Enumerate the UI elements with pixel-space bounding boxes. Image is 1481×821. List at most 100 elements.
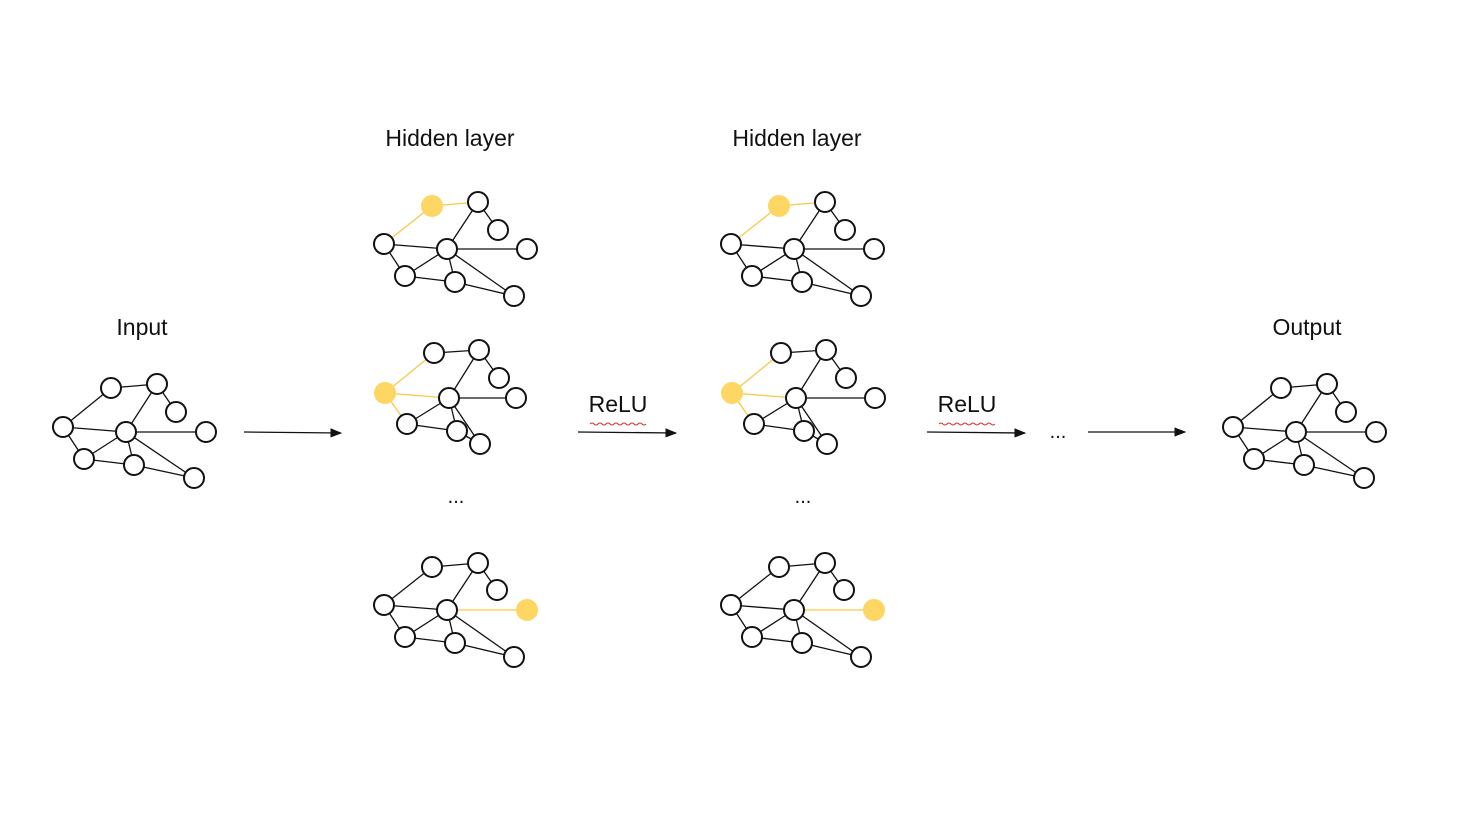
graph-node — [438, 387, 460, 409]
graph-edge — [793, 609, 862, 658]
hidden-layer-1-ellipsis: ... — [448, 486, 465, 508]
graph-node — [1365, 421, 1387, 443]
input-graph — [52, 373, 217, 489]
output-graph — [1222, 373, 1387, 489]
input-label: Input — [116, 314, 168, 340]
graph-node — [487, 219, 509, 241]
hidden-layer-2-ellipsis: ... — [795, 486, 812, 508]
hidden2-graph-1 — [720, 191, 885, 307]
hidden-layer-2-label: Hidden layer — [732, 125, 861, 151]
relu-label-1: ReLU — [589, 391, 648, 417]
graph-node — [396, 413, 418, 435]
graph-node — [785, 387, 807, 409]
graph-node — [73, 448, 95, 470]
graph-node — [793, 420, 815, 442]
graph-node — [446, 420, 468, 442]
hidden2-graph-2 — [721, 339, 886, 455]
graph-node — [195, 421, 217, 443]
highlighted-node — [374, 382, 396, 404]
graph-node — [100, 377, 122, 399]
relu-1-spellcheck-underline — [589, 422, 647, 426]
graph-node — [720, 233, 742, 255]
pipeline-ellipsis: ... — [1050, 421, 1067, 443]
graph-node — [863, 238, 885, 260]
graph-node — [864, 387, 886, 409]
graph-node — [720, 594, 742, 616]
graph-panels — [52, 191, 1387, 668]
graph-node — [373, 594, 395, 616]
graph-node — [469, 433, 491, 455]
graph-node — [1270, 377, 1292, 399]
graph-node — [835, 367, 857, 389]
graph-edge — [446, 248, 515, 297]
graph-node — [741, 626, 763, 648]
relu-label-2: ReLU — [938, 391, 997, 417]
graph-node — [1222, 416, 1244, 438]
graph-node — [467, 191, 489, 213]
graph-node — [123, 454, 145, 476]
graph-node — [834, 219, 856, 241]
graph-node — [468, 339, 490, 361]
graph-node — [1243, 448, 1265, 470]
graph-node — [115, 421, 137, 443]
graph-node — [503, 285, 525, 307]
output-label: Output — [1272, 314, 1342, 340]
highlighted-node — [863, 599, 885, 621]
graph-node — [1293, 454, 1315, 476]
graph-node — [783, 599, 805, 621]
graph-node — [1285, 421, 1307, 443]
graph-edge — [446, 609, 515, 658]
graph-node — [183, 467, 205, 489]
graph-node — [146, 373, 168, 395]
graph-node — [783, 238, 805, 260]
graph-node — [444, 632, 466, 654]
graph-node — [814, 191, 836, 213]
graph-node — [52, 416, 74, 438]
hidden2-graph-3 — [720, 552, 885, 668]
graph-edge — [125, 431, 195, 479]
graph-node — [516, 238, 538, 260]
graph-node — [833, 579, 855, 601]
highlighted-node — [721, 382, 743, 404]
graph-node — [1316, 373, 1338, 395]
graph-node — [743, 413, 765, 435]
graph-node — [394, 626, 416, 648]
graph-node — [394, 265, 416, 287]
graph-node — [791, 271, 813, 293]
arrow-hidden2-to-ellipsis — [926, 428, 1027, 438]
graph-edge — [793, 248, 862, 297]
hidden1-graph-3 — [373, 552, 538, 668]
graph-node — [165, 401, 187, 423]
graph-node — [423, 342, 445, 364]
hidden-layer-1-label: Hidden layer — [385, 125, 514, 151]
graph-node — [850, 646, 872, 668]
graph-node — [741, 265, 763, 287]
graph-node — [1353, 467, 1375, 489]
graph-node — [791, 632, 813, 654]
graph-node — [815, 339, 837, 361]
hidden1-graph-1 — [373, 191, 538, 307]
graph-node — [505, 387, 527, 409]
graph-edge — [1295, 431, 1365, 479]
hidden1-graph-2 — [374, 339, 527, 455]
graph-node — [768, 556, 790, 578]
graph-node — [373, 233, 395, 255]
graph-node — [770, 342, 792, 364]
graph-node — [850, 285, 872, 307]
relu-2-spellcheck-underline — [938, 422, 996, 426]
graph-node — [816, 433, 838, 455]
highlighted-node — [768, 195, 790, 217]
graph-node — [503, 646, 525, 668]
graph-node — [1335, 401, 1357, 423]
graph-node — [488, 367, 510, 389]
graph-node — [421, 556, 443, 578]
graph-node — [467, 552, 489, 574]
highlighted-node — [516, 599, 538, 621]
graph-node — [436, 599, 458, 621]
graph-node — [444, 271, 466, 293]
graph-node — [436, 238, 458, 260]
highlighted-node — [421, 195, 443, 217]
arrow-hidden1-to-hidden2 — [577, 428, 678, 438]
arrow-input-to-hidden1 — [243, 428, 343, 438]
